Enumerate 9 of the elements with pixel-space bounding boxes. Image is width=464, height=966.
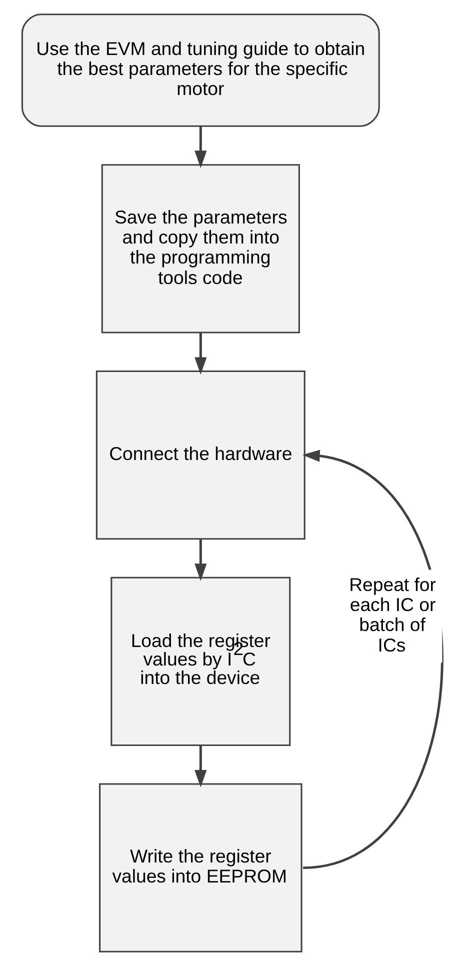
- arrow: [194, 332, 206, 375]
- arrow: [194, 126, 206, 168]
- arrow: [194, 539, 206, 582]
- node-box: Save the parameters and copy them into the programming tools code: [100, 164, 300, 334]
- edge-label: Repeat for each IC or batch of ICs: [348, 574, 436, 656]
- node-box: Connect the hardware: [95, 370, 305, 540]
- node-box: Use the EVM and tuning guide to obtain the best parameters for the specific motor: [20, 14, 380, 127]
- arrow: [194, 746, 206, 788]
- node-box: Write the register values into EEPROM: [98, 783, 302, 952]
